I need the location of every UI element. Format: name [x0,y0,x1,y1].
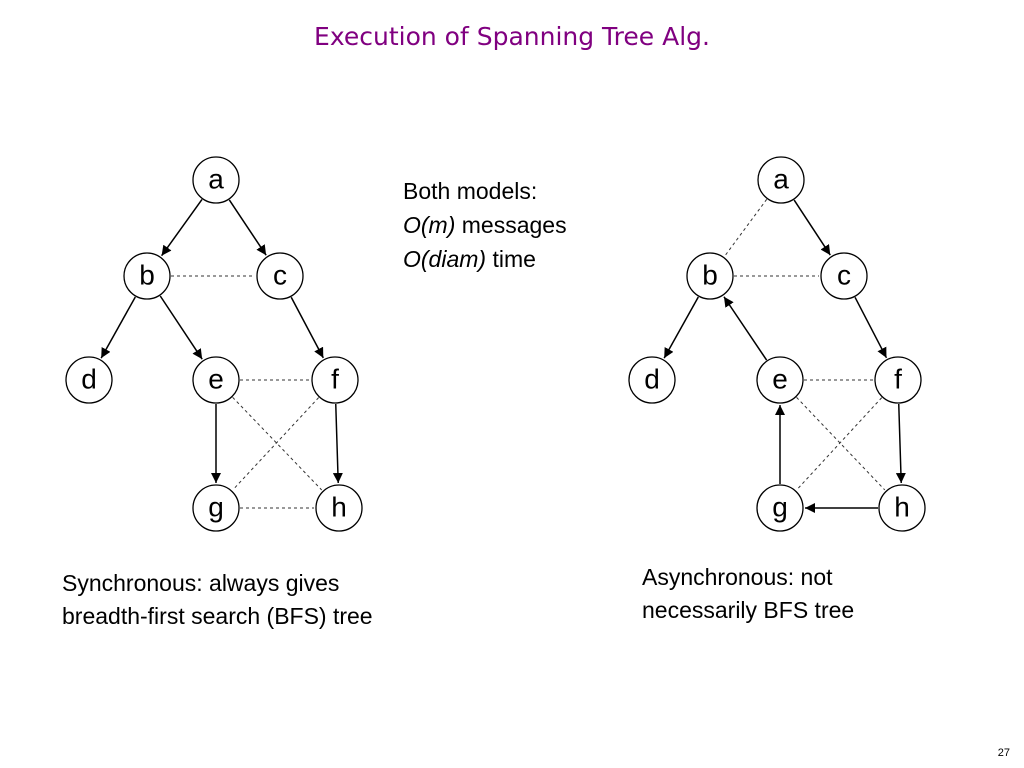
edge-c-f-tree [854,296,888,359]
node-d-circle [65,356,113,404]
node-g-label: g [208,491,224,522]
node-g-circle [192,484,240,532]
node-c-label: c [837,259,851,290]
node-f-circle [874,356,922,404]
node-f: f [311,356,359,404]
node-b-label: b [702,259,718,290]
node-g: g [192,484,240,532]
complexity-heading: Both models: [403,178,538,204]
time-label: time [486,246,536,272]
edge-f-h-tree [895,403,906,484]
node-b-circle [686,252,734,300]
node-a: a [757,156,805,204]
node-a-circle [757,156,805,204]
node-b-circle [123,252,171,300]
edge-b-d-tree [100,296,136,359]
node-c-circle [256,252,304,300]
asynchronous-caption: Asynchronous: not necessarily BFS tree [642,561,854,627]
node-d-label: d [644,363,660,394]
complexity-note: Both models: O(m) messages O(diam) time [403,174,567,276]
node-b: b [686,252,734,300]
page-number: 27 [997,747,1010,759]
synchronous-caption-line1: Synchronous: always gives [62,570,340,596]
node-e-label: e [772,363,788,394]
node-b: b [123,252,171,300]
edge-e-h-nontree [232,396,323,491]
slide-title: Execution of Spanning Tree Alg. [314,22,710,51]
edge-c-f-tree [290,296,324,359]
node-c-circle [820,252,868,300]
node-h-label: h [331,491,347,522]
node-e-label: e [208,363,224,394]
edge-a-b-tree [160,199,203,257]
node-h-circle [878,484,926,532]
node-d: d [628,356,676,404]
edge-e-h-nontree [796,397,886,491]
messages-label: messages [455,212,567,238]
time-complexity: O(diam) time [403,242,567,276]
node-e: e [192,356,240,404]
asynchronous-caption-line2: necessarily BFS tree [642,597,855,623]
node-d: d [65,356,113,404]
edge-a-c-tree [793,199,831,256]
edge-b-d-tree [663,296,699,359]
time-order: O(diam) [403,246,487,272]
node-f: f [874,356,922,404]
node-f-label: f [894,363,902,394]
node-f-circle [311,356,359,404]
node-h: h [315,484,363,532]
asynchronous-graph: a b c d e f g h [628,156,926,532]
node-d-circle [628,356,676,404]
node-a: a [192,156,240,204]
edge-e-b-tree [723,296,768,361]
node-e: e [756,356,804,404]
node-e-circle [756,356,804,404]
node-c: c [256,252,304,300]
node-g: g [756,484,804,532]
node-a-label: a [773,163,789,194]
edge-a-c-tree [228,199,267,256]
node-h-label: h [894,491,910,522]
node-b-label: b [139,259,155,290]
synchronous-graph: a b c d e f g h [65,156,363,532]
node-c-label: c [273,259,287,290]
edge-f-h-tree [332,403,343,484]
messages-order: O(m) [403,212,456,238]
node-c: c [820,252,868,300]
node-a-label: a [208,163,224,194]
synchronous-caption: Synchronous: always gives breadth-first … [62,567,373,633]
node-g-circle [756,484,804,532]
messages-complexity: O(m) messages [403,208,567,242]
edge-f-g-nontree [796,397,883,490]
edge-f-g-nontree [232,397,320,491]
synchronous-caption-line2: breadth-first search (BFS) tree [62,603,373,629]
asynchronous-caption-line1: Asynchronous: not [642,564,833,590]
node-h-circle [315,484,363,532]
node-d-label: d [81,363,97,394]
edge-a-b-nontree [724,198,768,257]
node-a-circle [192,156,240,204]
edge-b-e-tree [159,295,203,360]
node-h: h [878,484,926,532]
node-e-circle [192,356,240,404]
node-g-label: g [772,491,788,522]
node-f-label: f [331,363,339,394]
